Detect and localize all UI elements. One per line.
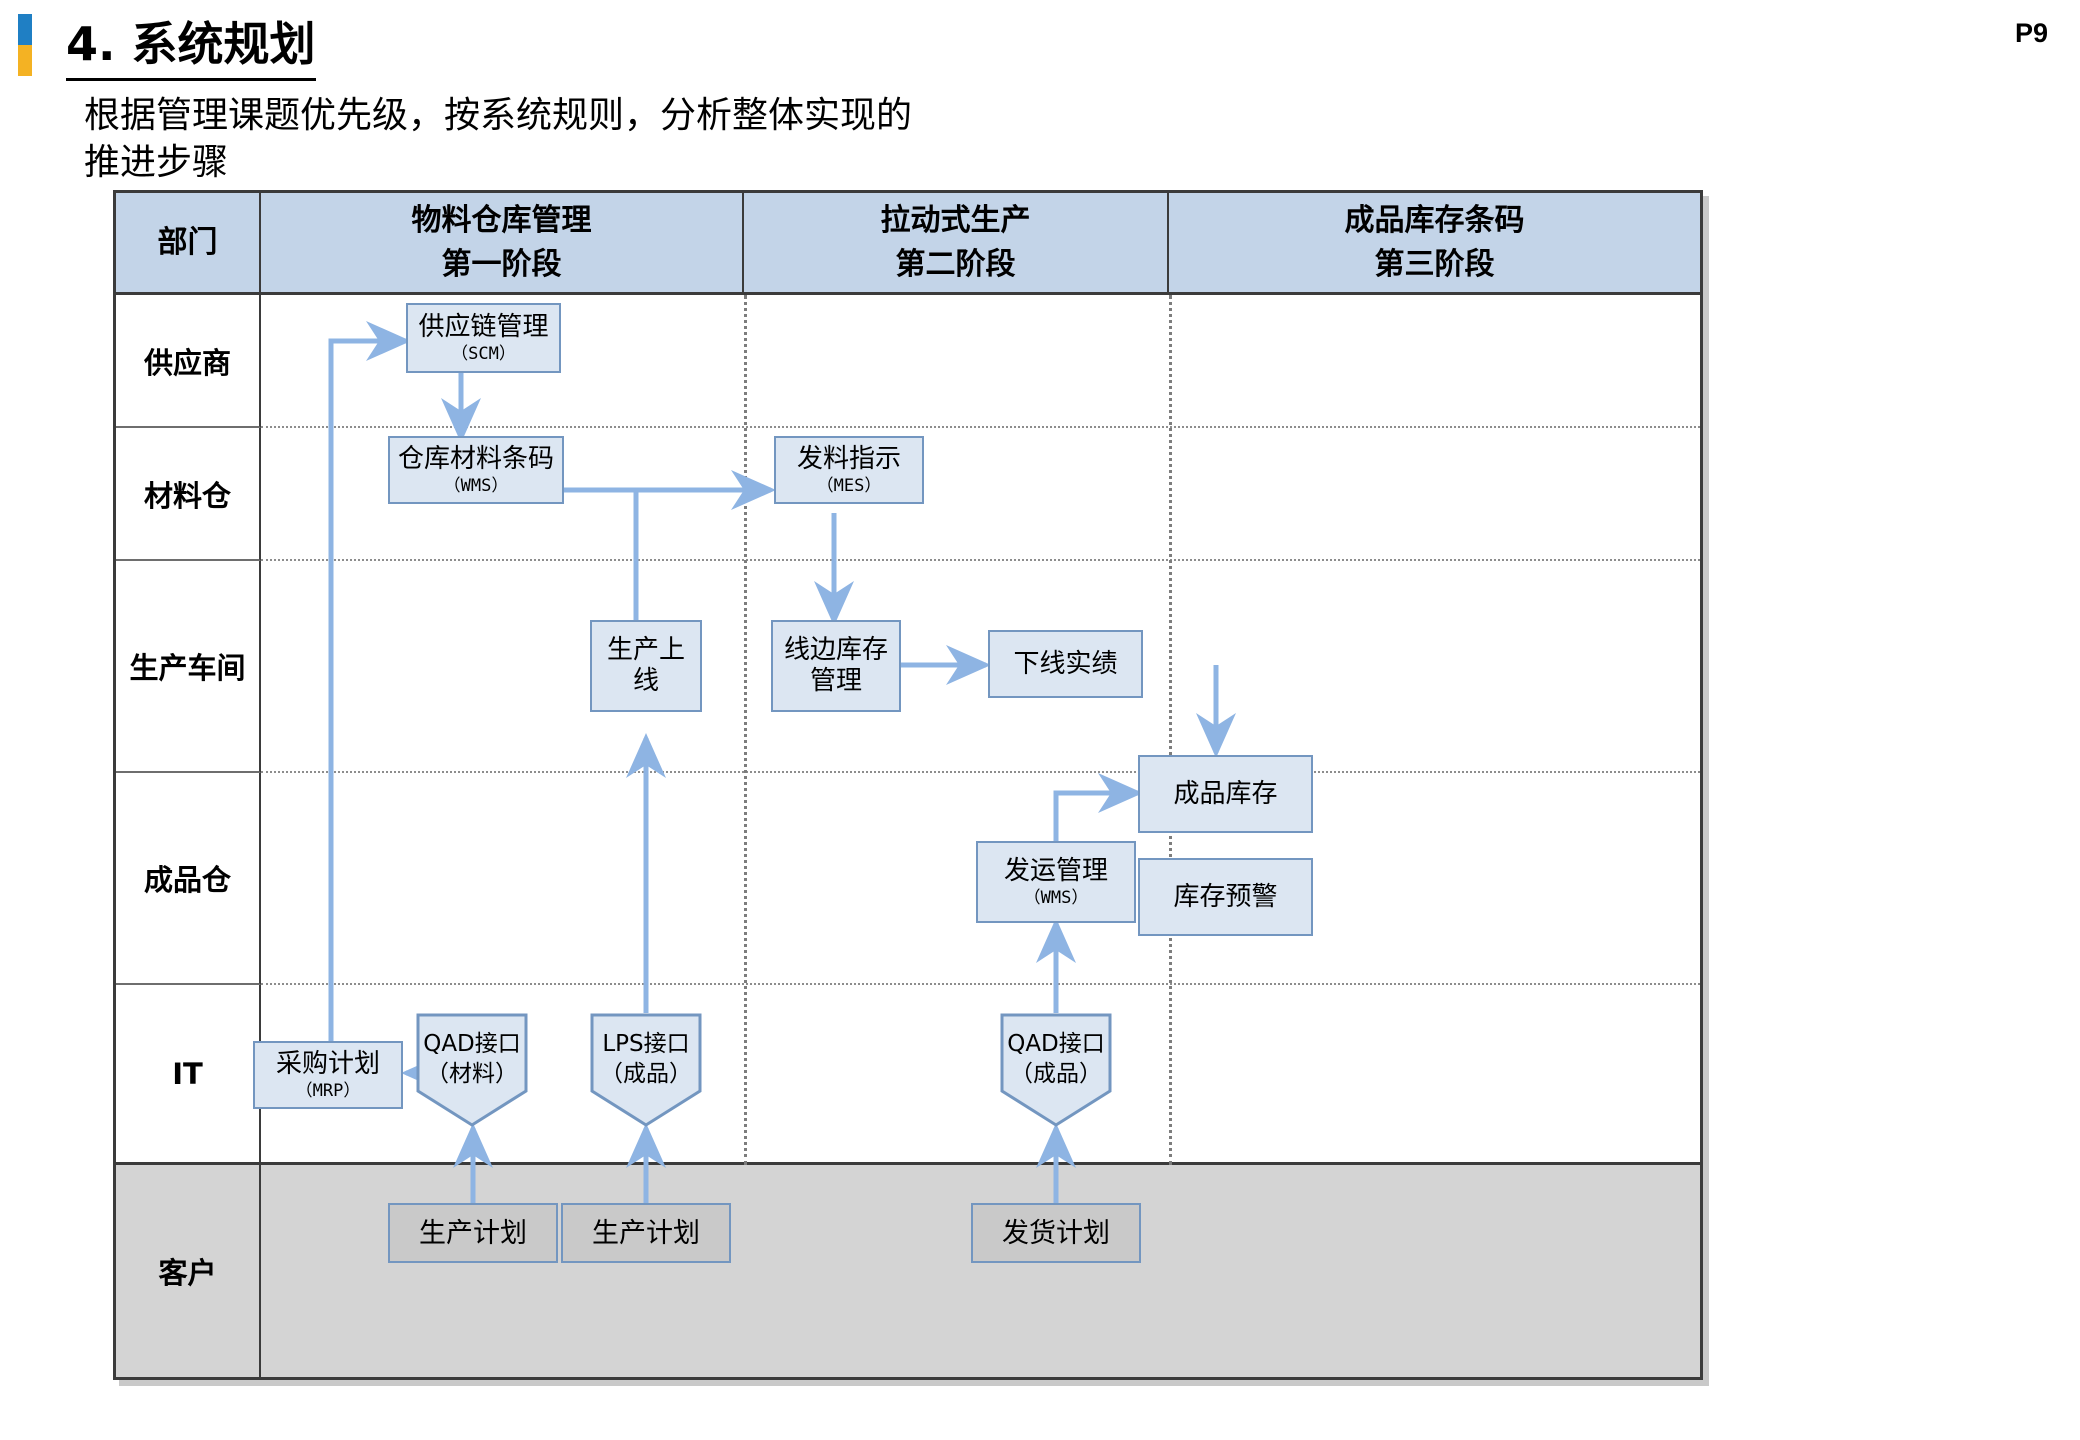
pentagon-shape-qad-finished xyxy=(1000,1013,1112,1127)
swimlane-diagram: 部门 物料仓库管理 第一阶段 拉动式生产 第二阶段 成品库存条码 第三阶段 供应… xyxy=(113,190,1703,1380)
node-scm-sub: （SCM） xyxy=(451,343,516,364)
node-mes-issue[interactable]: 发料指示 （MES） xyxy=(774,436,924,504)
slide-header: 4. 系统规划 P9 xyxy=(0,0,2080,95)
lane-material-warehouse xyxy=(261,428,1700,561)
node-shipping-management[interactable]: 发运管理 （WMS） xyxy=(976,841,1136,923)
node-shipping-plan[interactable]: 发货计划 xyxy=(971,1203,1141,1263)
lane-it xyxy=(261,985,1700,1165)
pentagon-shape-qad-material xyxy=(416,1013,528,1127)
page-title: 4. 系统规划 xyxy=(66,8,316,81)
row-label-production-workshop-text: 生产车间 xyxy=(129,651,246,685)
node-production-plan-phase2[interactable]: 生产计划 xyxy=(561,1203,731,1263)
row-label-supplier-text: 供应商 xyxy=(143,345,231,380)
node-production-line-title: 生产上 线 xyxy=(606,635,685,696)
lane-production-workshop xyxy=(261,561,1700,773)
node-purchase-plan[interactable]: 采购计划 （MRP） xyxy=(253,1041,403,1109)
header-column-2-title: 拉动式生产 xyxy=(880,202,1031,238)
node-qad-interface-material[interactable]: QAD接口 （材料） xyxy=(416,1013,528,1128)
row-label-production-workshop: 生产车间 xyxy=(116,561,261,773)
node-wms-material[interactable]: 仓库材料条码 （WMS） xyxy=(388,436,564,504)
node-offline-output-title: 下线实绩 xyxy=(1013,648,1118,679)
node-production-plan-phase1[interactable]: 生产计划 xyxy=(388,1203,558,1263)
node-production-plan-phase1-title: 生产计划 xyxy=(419,1217,527,1249)
node-stock-alert[interactable]: 库存预警 xyxy=(1138,858,1313,936)
node-shipping-plan-title: 发货计划 xyxy=(1002,1217,1110,1249)
accent-bar xyxy=(18,14,32,76)
node-wms-material-title: 仓库材料条码 xyxy=(397,443,554,474)
header-column-3: 成品库存条码 第三阶段 xyxy=(1169,193,1700,295)
header-column-1-phase: 第一阶段 xyxy=(441,246,562,282)
column-separator-1 xyxy=(744,295,747,1165)
lane-supplier xyxy=(261,295,1700,428)
node-shipping-management-title: 发运管理 xyxy=(1003,855,1108,886)
header-column-3-phase: 第三阶段 xyxy=(1374,246,1495,282)
node-scm[interactable]: 供应链管理 （SCM） xyxy=(406,303,561,373)
row-label-finished-goods-warehouse: 成品仓 xyxy=(116,773,261,985)
node-finished-goods-stock[interactable]: 成品库存 xyxy=(1138,755,1313,833)
diagram-grid: 部门 物料仓库管理 第一阶段 拉动式生产 第二阶段 成品库存条码 第三阶段 供应… xyxy=(113,190,1703,1380)
node-line-side-stock[interactable]: 线边库存 管理 xyxy=(771,620,901,712)
node-offline-output[interactable]: 下线实绩 xyxy=(988,630,1143,698)
node-stock-alert-title: 库存预警 xyxy=(1173,881,1278,912)
accent-bar-blue-segment xyxy=(18,14,32,45)
header-corner-label: 部门 xyxy=(157,224,218,260)
lane-customer xyxy=(261,1165,1700,1377)
row-label-supplier: 供应商 xyxy=(116,295,261,428)
node-lps-interface-finished[interactable]: LPS接口 （成品） xyxy=(590,1013,702,1128)
node-qad-interface-finished[interactable]: QAD接口 （成品） xyxy=(1000,1013,1112,1128)
node-purchase-plan-title: 采购计划 xyxy=(275,1048,380,1079)
header-column-2-phase: 第二阶段 xyxy=(895,246,1016,282)
row-label-finished-goods-warehouse-text: 成品仓 xyxy=(143,863,231,897)
node-scm-title: 供应链管理 xyxy=(418,311,549,342)
pentagon-shape-lps-finished xyxy=(590,1013,702,1127)
header-column-2: 拉动式生产 第二阶段 xyxy=(744,193,1169,295)
node-mes-issue-sub: （MES） xyxy=(816,475,882,496)
node-mes-issue-title: 发料指示 xyxy=(796,443,901,474)
intro-paragraph: 根据管理课题优先级，按系统规则，分析整体实现的 推进步骤 xyxy=(84,95,913,183)
row-label-it-text: IT xyxy=(172,1056,203,1091)
header-column-1-title: 物料仓库管理 xyxy=(411,202,592,238)
node-finished-goods-stock-title: 成品库存 xyxy=(1173,778,1278,809)
node-purchase-plan-sub: （MRP） xyxy=(295,1080,361,1101)
header-column-3-title: 成品库存条码 xyxy=(1344,202,1525,238)
row-label-it: IT xyxy=(116,985,261,1165)
row-label-customer: 客户 xyxy=(116,1165,261,1377)
page-number: P9 xyxy=(2014,18,2048,48)
node-production-plan-phase2-title: 生产计划 xyxy=(592,1217,700,1249)
node-production-line[interactable]: 生产上 线 xyxy=(590,620,702,712)
node-wms-material-sub: （WMS） xyxy=(443,475,509,496)
accent-bar-gold-segment xyxy=(18,45,32,76)
node-line-side-stock-title: 线边库存 管理 xyxy=(783,635,888,696)
row-label-material-warehouse-text: 材料仓 xyxy=(143,478,231,513)
row-label-material-warehouse: 材料仓 xyxy=(116,428,261,561)
header-corner-cell: 部门 xyxy=(116,193,261,295)
node-shipping-management-sub: （WMS） xyxy=(1023,887,1089,908)
column-separator-2 xyxy=(1169,295,1172,1165)
header-column-1: 物料仓库管理 第一阶段 xyxy=(261,193,744,295)
lane-finished-goods-warehouse xyxy=(261,773,1700,985)
row-label-customer-text: 客户 xyxy=(158,1256,217,1290)
